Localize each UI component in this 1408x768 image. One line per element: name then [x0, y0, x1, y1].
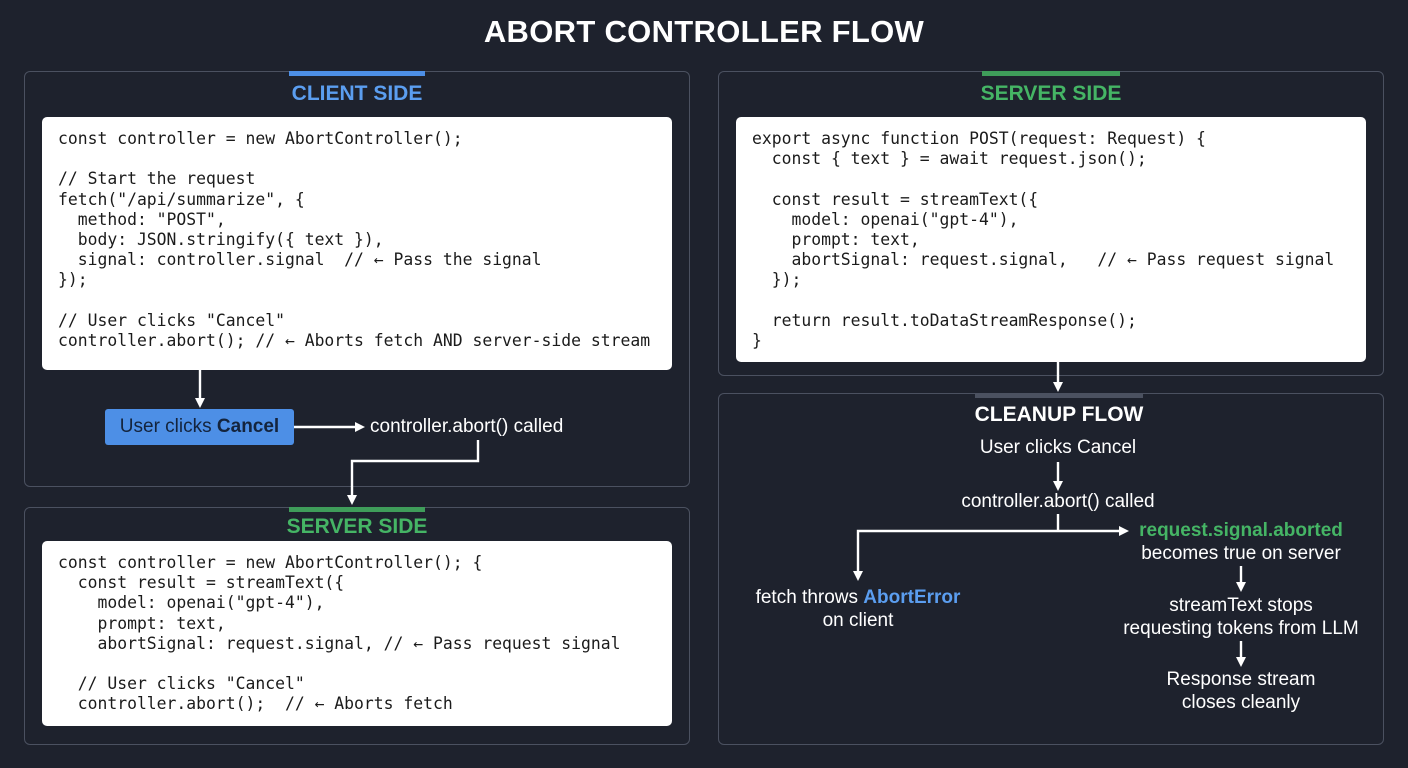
client-abort-called: controller.abort() called: [370, 416, 564, 437]
client-side-label: CLIENT SIDE: [291, 82, 423, 105]
code-line: // User clicks "Cancel": [58, 310, 285, 330]
server-bottom-code-block: const controller = new AbortController()…: [42, 541, 672, 726]
cancel-button[interactable]: User clicks Cancel: [105, 409, 294, 445]
streamtext-line1: streamText stops: [1169, 595, 1313, 616]
code-line: const result = streamText({: [58, 573, 345, 593]
code-line: });: [752, 270, 802, 290]
server-bottom-accent-bar: [289, 507, 425, 512]
code-line: // User clicks "Cancel": [58, 674, 305, 694]
fetch-throws-suffix: on client: [822, 610, 894, 631]
server-bottom-label: SERVER SIDE: [286, 515, 428, 538]
code-line: signal: controller.signal // ← Pass the …: [58, 250, 542, 270]
cleanup-response-closes: Response stream closes cleanly: [1101, 668, 1381, 714]
code-line: abortSignal: request.signal, // ← Pass r…: [752, 250, 1335, 270]
code-line: prompt: text,: [58, 613, 226, 633]
client-code-block: const controller = new AbortController()…: [42, 117, 672, 370]
arrow-to-fetch-throws: [853, 529, 1058, 581]
cleanup-fetch-throws: fetch throws AbortError on client: [728, 586, 988, 632]
diagram-title: ABORT CONTROLLER FLOW: [483, 14, 925, 49]
abort-error-highlight: AbortError: [863, 587, 961, 608]
code-line: });: [58, 270, 88, 290]
server-top-label: SERVER SIDE: [980, 82, 1122, 105]
fetch-throws-prefix: fetch throws: [755, 587, 859, 608]
code-line: model: openai("gpt-4"),: [58, 593, 325, 613]
code-line: controller.abort(); // ← Aborts fetch AN…: [58, 330, 651, 350]
code-line: const controller = new AbortController()…: [58, 129, 463, 148]
cleanup-signal-aborted: request.signal.aborted becomes true on s…: [1106, 519, 1376, 565]
code-line: const { text } = await request.json();: [752, 149, 1147, 169]
code-line: method: "POST",: [58, 209, 226, 229]
code-line: model: openai("gpt-4"),: [752, 209, 1019, 229]
code-line: prompt: text,: [752, 229, 920, 249]
code-line: const controller = new AbortController()…: [58, 553, 483, 572]
cleanup-step-user-clicks: User clicks Cancel: [979, 437, 1137, 458]
code-line: export async function POST(request: Requ…: [752, 129, 1206, 148]
code-line: abortSignal: request.signal, // ← Pass r…: [58, 633, 621, 653]
code-line: // Start the request: [58, 169, 256, 189]
response-line1: Response stream: [1166, 669, 1316, 690]
response-line2: closes cleanly: [1181, 692, 1301, 713]
cleanup-flow-label: CLEANUP FLOW: [974, 403, 1144, 426]
code-line: const result = streamText({: [752, 189, 1039, 209]
code-line: return result.toDataStreamResponse();: [752, 310, 1137, 330]
signal-aborted-suffix: becomes true on server: [1141, 543, 1341, 564]
code-line: }: [752, 330, 762, 350]
cleanup-accent-bar: [975, 393, 1143, 398]
code-line: fetch("/api/summarize", {: [58, 189, 305, 209]
server-top-accent-bar: [982, 71, 1120, 76]
cancel-button-prefix: User clicks: [119, 416, 212, 437]
streamtext-line2: requesting tokens from LLM: [1123, 618, 1359, 639]
client-accent-bar: [289, 71, 425, 76]
code-line: body: JSON.stringify({ text }),: [58, 229, 384, 249]
server-top-code-block: export async function POST(request: Requ…: [736, 117, 1366, 362]
code-line: controller.abort(); // ← Aborts fetch: [58, 694, 453, 714]
cancel-button-bold: Cancel: [216, 416, 280, 437]
signal-aborted-highlight: request.signal.aborted: [1139, 520, 1343, 541]
arrow-abort-to-server: [347, 440, 480, 505]
cleanup-step-abort-called: controller.abort() called: [961, 491, 1155, 512]
cleanup-streamtext-stops: streamText stops requesting tokens from …: [1101, 594, 1381, 640]
